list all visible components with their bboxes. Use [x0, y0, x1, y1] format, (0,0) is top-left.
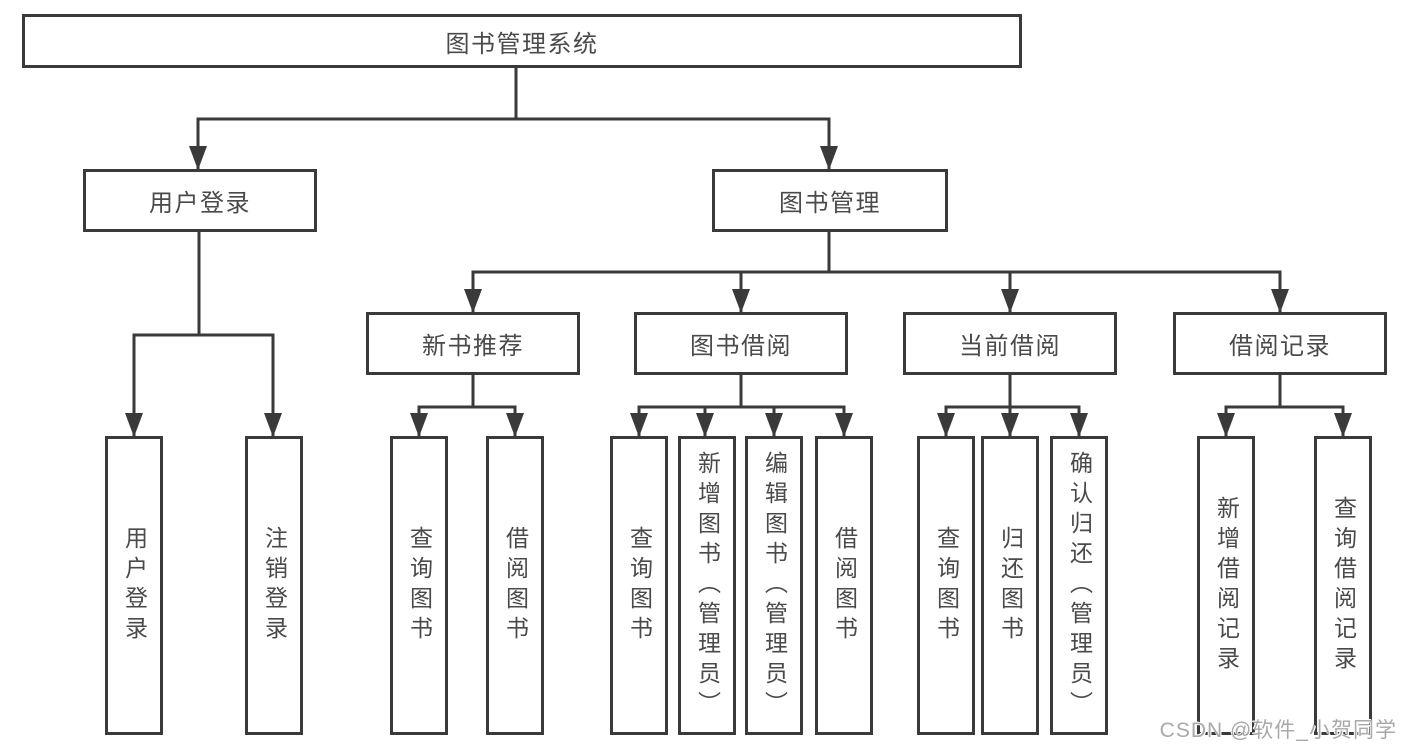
- connector-book-borrow-branch: [630, 375, 853, 437]
- leaf-borrow-books-new: 借阅图书: [486, 436, 544, 735]
- leaf-label: 借阅图书: [831, 525, 858, 646]
- leaf-query-books-new: 查询图书: [390, 436, 448, 735]
- leaf-label: 借阅图书: [502, 525, 529, 646]
- leaf-label: 查询借阅记录: [1330, 495, 1357, 676]
- connector-root-branch: [189, 68, 838, 170]
- connector-user-login-branch: [125, 232, 282, 437]
- node-book-management: 图书管理: [712, 169, 948, 232]
- leaf-add-borrow-record: 新增借阅记录: [1197, 436, 1255, 735]
- node-library-management-system: 图书管理系统: [22, 14, 1022, 68]
- leaf-label: 用户登录: [121, 525, 148, 646]
- leaf-logout: 注销登录: [245, 436, 303, 735]
- leaf-label: 查询图书: [626, 525, 653, 646]
- leaf-label: 新增图书（管理员）: [694, 450, 721, 721]
- leaf-label: 编辑图书（管理员）: [761, 450, 788, 721]
- node-current-borrowing: 当前借阅: [903, 312, 1117, 375]
- leaf-confirm-return-admin: 确认归还（管理员）: [1050, 436, 1108, 735]
- node-book-borrowing: 图书借阅: [634, 312, 848, 375]
- leaf-label: 查询图书: [406, 525, 433, 646]
- connector-borrow-record-branch: [1217, 375, 1352, 437]
- leaf-query-borrow-record: 查询借阅记录: [1314, 436, 1372, 735]
- leaf-edit-book-admin: 编辑图书（管理员）: [745, 436, 803, 735]
- connector-book-management-branch: [464, 232, 1289, 313]
- leaf-add-book-admin: 新增图书（管理员）: [678, 436, 736, 735]
- leaf-query-books-current: 查询图书: [917, 436, 975, 735]
- leaf-borrow-books-borrow: 借阅图书: [815, 436, 873, 735]
- node-new-book-recommendation: 新书推荐: [366, 312, 580, 375]
- node-borrowing-records: 借阅记录: [1173, 312, 1387, 375]
- connector-current-borrow-branch: [937, 375, 1088, 437]
- connector-new-book-branch: [410, 375, 524, 437]
- node-user-login: 用户登录: [83, 169, 317, 232]
- leaf-label: 新增借阅记录: [1213, 495, 1240, 676]
- watermark: CSDN @软件_小贺同学: [1159, 719, 1397, 742]
- leaf-query-books-borrow: 查询图书: [610, 436, 668, 735]
- leaf-user-login: 用户登录: [105, 436, 163, 735]
- leaf-label: 查询图书: [933, 525, 960, 646]
- leaf-label: 注销登录: [261, 525, 288, 646]
- leaf-label: 确认归还（管理员）: [1066, 450, 1093, 721]
- leaf-label: 归还图书: [997, 525, 1024, 646]
- leaf-return-books: 归还图书: [981, 436, 1039, 735]
